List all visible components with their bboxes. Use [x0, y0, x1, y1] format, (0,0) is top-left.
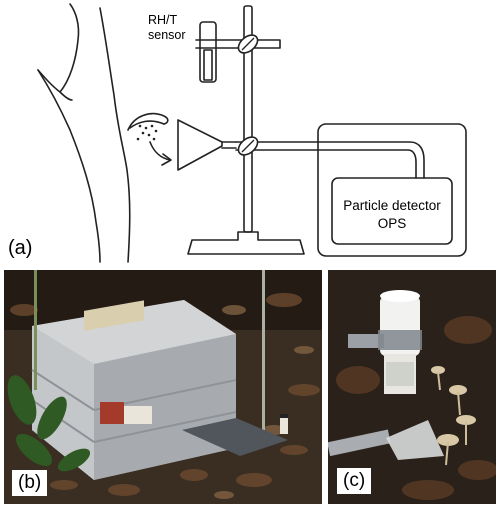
tree-branch-2 [59, 3, 80, 93]
photo-closeup: (c) [328, 270, 496, 504]
schematic-panel: RH/T sensor Particle detector OPS (a) [8, 3, 467, 263]
sensor-label-line1: RH/T [148, 13, 178, 27]
fungus-cap [127, 112, 169, 131]
panel-label-c: (c) [337, 468, 372, 494]
tree-trunk [99, 7, 131, 263]
inlet-tube [235, 141, 425, 179]
ops-box [317, 123, 467, 257]
panel-label-b: (b) [12, 470, 48, 496]
photo-setup: (b) [4, 270, 322, 504]
detector-label-line2: OPS [378, 216, 407, 231]
photo-setup-illustration [4, 270, 322, 504]
photo-closeup-illustration [328, 270, 496, 504]
spore-arrow [149, 141, 171, 161]
schematic-drawing [37, 3, 467, 263]
spore-dots [136, 124, 158, 141]
tree-branch [37, 69, 61, 93]
sensor-label-line2: sensor [148, 28, 186, 42]
tree-trunk-left [37, 69, 101, 263]
panel-label-a: (a) [8, 237, 33, 259]
schematic-labels: RH/T sensor Particle detector OPS [148, 13, 441, 231]
detector-label-line1: Particle detector [343, 198, 441, 213]
funnel [177, 119, 223, 171]
stand-base [187, 231, 305, 255]
